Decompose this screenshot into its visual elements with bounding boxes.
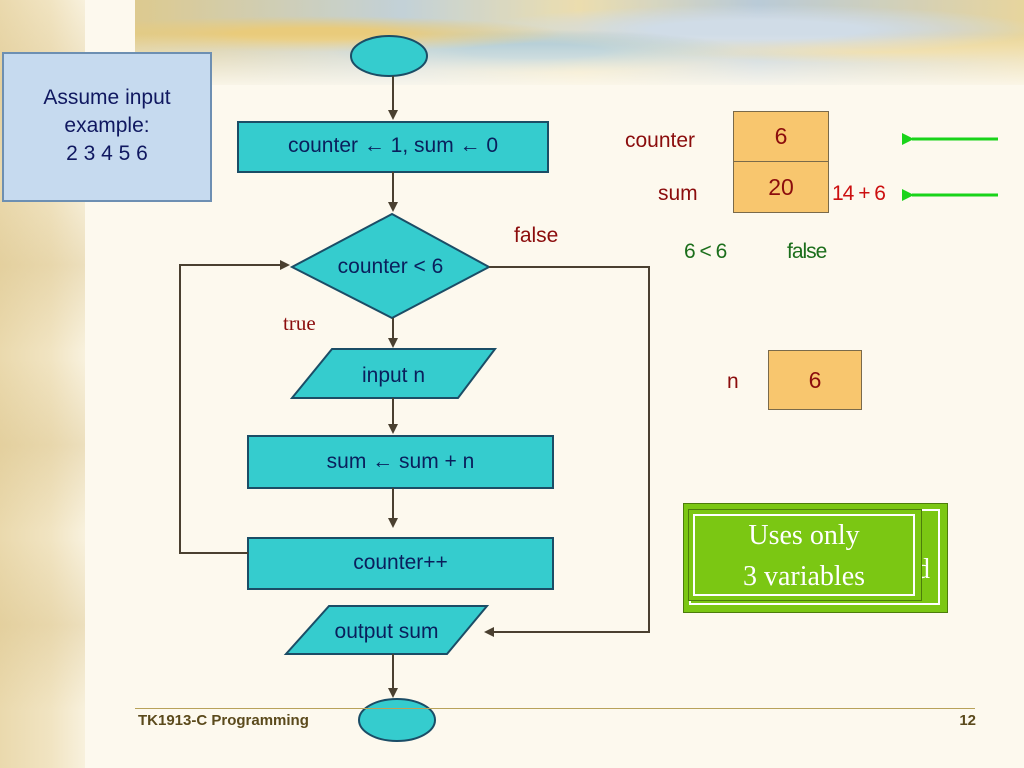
- strip-band: [0, 180, 85, 350]
- note-line-2: example:: [64, 114, 150, 137]
- true-label: true: [283, 311, 316, 335]
- output-parallelogram: [283, 605, 490, 655]
- loop-back-connector: [179, 260, 290, 554]
- footer-page-number: 12: [959, 712, 976, 729]
- assumption-note: Assume input example: 2 3 4 5 6: [2, 52, 212, 202]
- callout-card-front-border: [693, 514, 915, 596]
- callout-line-2: 3 variables: [742, 561, 866, 592]
- output-label: output sum: [334, 620, 439, 643]
- input-parallelogram: [289, 348, 498, 399]
- counter-var-label: counter: [625, 129, 696, 152]
- sum-value-box: 20: [733, 161, 829, 213]
- false-branch-connector: [484, 266, 650, 637]
- footer-course: TK1913-C Programming: [138, 712, 309, 729]
- sum-process-box: [247, 435, 554, 489]
- n-var-label: n: [727, 370, 739, 393]
- init-label: counter ← 1, sum ← 0: [287, 134, 499, 157]
- input-label: input n: [361, 364, 426, 387]
- condition-trace-expression: 6 < 6: [684, 240, 727, 263]
- increment-label: counter++: [353, 551, 448, 574]
- false-label: false: [514, 224, 559, 247]
- callout-card-front: Uses only 3 variables: [688, 509, 922, 601]
- sum-var-label: sum: [658, 182, 698, 205]
- sum-trace-expression: 14 + 6: [832, 182, 886, 205]
- init-process-box: [237, 121, 549, 173]
- note-line-3: 2 3 4 5 6: [66, 142, 148, 165]
- sum-update-label: sum ← sum + n: [326, 450, 475, 473]
- footer-divider: [135, 708, 975, 709]
- increment-process-box: [247, 537, 554, 590]
- strip-band: [0, 540, 85, 710]
- condition-trace-result: false: [787, 240, 827, 263]
- start-terminal: [350, 35, 428, 77]
- condition-label: counter < 6: [337, 255, 444, 278]
- end-terminal: [358, 698, 436, 742]
- n-value-box: 6: [768, 350, 862, 410]
- note-line-1: Assume input: [43, 86, 171, 109]
- header-banner-fade: [135, 0, 1024, 85]
- counter-value-box: 6: [733, 111, 829, 162]
- callout-line-1: Uses only: [748, 520, 860, 551]
- strip-band: [0, 360, 85, 530]
